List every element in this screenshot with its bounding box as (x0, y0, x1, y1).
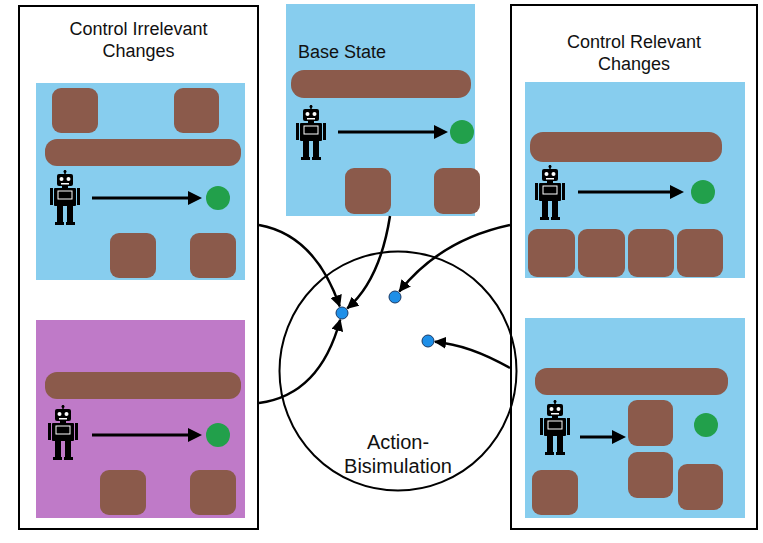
robot-icon (540, 400, 570, 455)
obstacle (628, 452, 673, 498)
arrow-head (188, 428, 202, 442)
embedding-point (389, 291, 401, 303)
irrelevant-scene-1 (36, 83, 245, 280)
base-scene (291, 70, 480, 214)
obstacle (678, 464, 723, 510)
node-heading: Action-Bisimulation (328, 430, 468, 478)
wall (535, 368, 728, 395)
move-arrow (578, 191, 672, 194)
mapping-arrow (347, 216, 390, 308)
arrow-head (188, 191, 202, 205)
embedding-point (422, 335, 434, 347)
wall (45, 372, 241, 399)
obstacle (528, 229, 575, 277)
scene-panel (36, 320, 245, 518)
goal-dot (450, 120, 474, 144)
relevant-scene-1 (525, 82, 745, 278)
arrow-head (670, 185, 684, 199)
obstacle (100, 470, 146, 515)
scene-panel (525, 318, 745, 518)
goal-dot (206, 186, 230, 210)
obstacle (345, 168, 391, 214)
group-box: Control Irrelevant Changes (18, 5, 259, 530)
obstacle (190, 470, 236, 515)
arrow-head (434, 125, 448, 139)
mapping-arrow (399, 225, 510, 292)
node-heading: Control Irrelevant Changes (51, 19, 227, 62)
embedding-point (336, 307, 348, 319)
move-arrow (92, 434, 190, 437)
state-panel: Base State (286, 4, 475, 216)
obstacle (532, 470, 578, 515)
goal-dot (694, 413, 718, 437)
relevant-scene-2 (525, 318, 745, 518)
wall (291, 70, 471, 98)
robot-icon (48, 405, 78, 460)
goal-dot (691, 180, 715, 204)
robot-icon (296, 105, 326, 160)
obstacle (628, 229, 674, 277)
move-arrow (92, 197, 190, 200)
obstacle (174, 88, 219, 133)
node-heading: Control Relevant Changes (554, 32, 714, 75)
robot-icon (50, 170, 80, 225)
mapping-arrow (259, 225, 340, 306)
obstacle (52, 88, 98, 133)
obstacle (628, 400, 673, 446)
arrow-head (612, 430, 626, 444)
irrelevant-scene-2 (36, 320, 245, 518)
obstacle (434, 168, 480, 214)
mapping-arrow (435, 342, 510, 368)
scene-panel (36, 83, 245, 280)
obstacle (190, 233, 236, 278)
obstacle (677, 229, 723, 277)
move-arrow (580, 436, 614, 439)
group-box: Control Relevant Changes (510, 4, 758, 530)
embedding-points (336, 291, 434, 347)
embedding-ellipse: Action-Bisimulation (278, 250, 518, 492)
scene-panel (525, 82, 745, 278)
obstacle (578, 229, 625, 277)
obstacle (110, 233, 156, 278)
goal-dot (206, 423, 230, 447)
mapping-arrow (259, 320, 340, 403)
move-arrow (338, 131, 436, 134)
wall (45, 139, 241, 166)
robot-icon (535, 165, 565, 220)
wall (530, 132, 722, 162)
node-heading: Base State (298, 42, 468, 64)
